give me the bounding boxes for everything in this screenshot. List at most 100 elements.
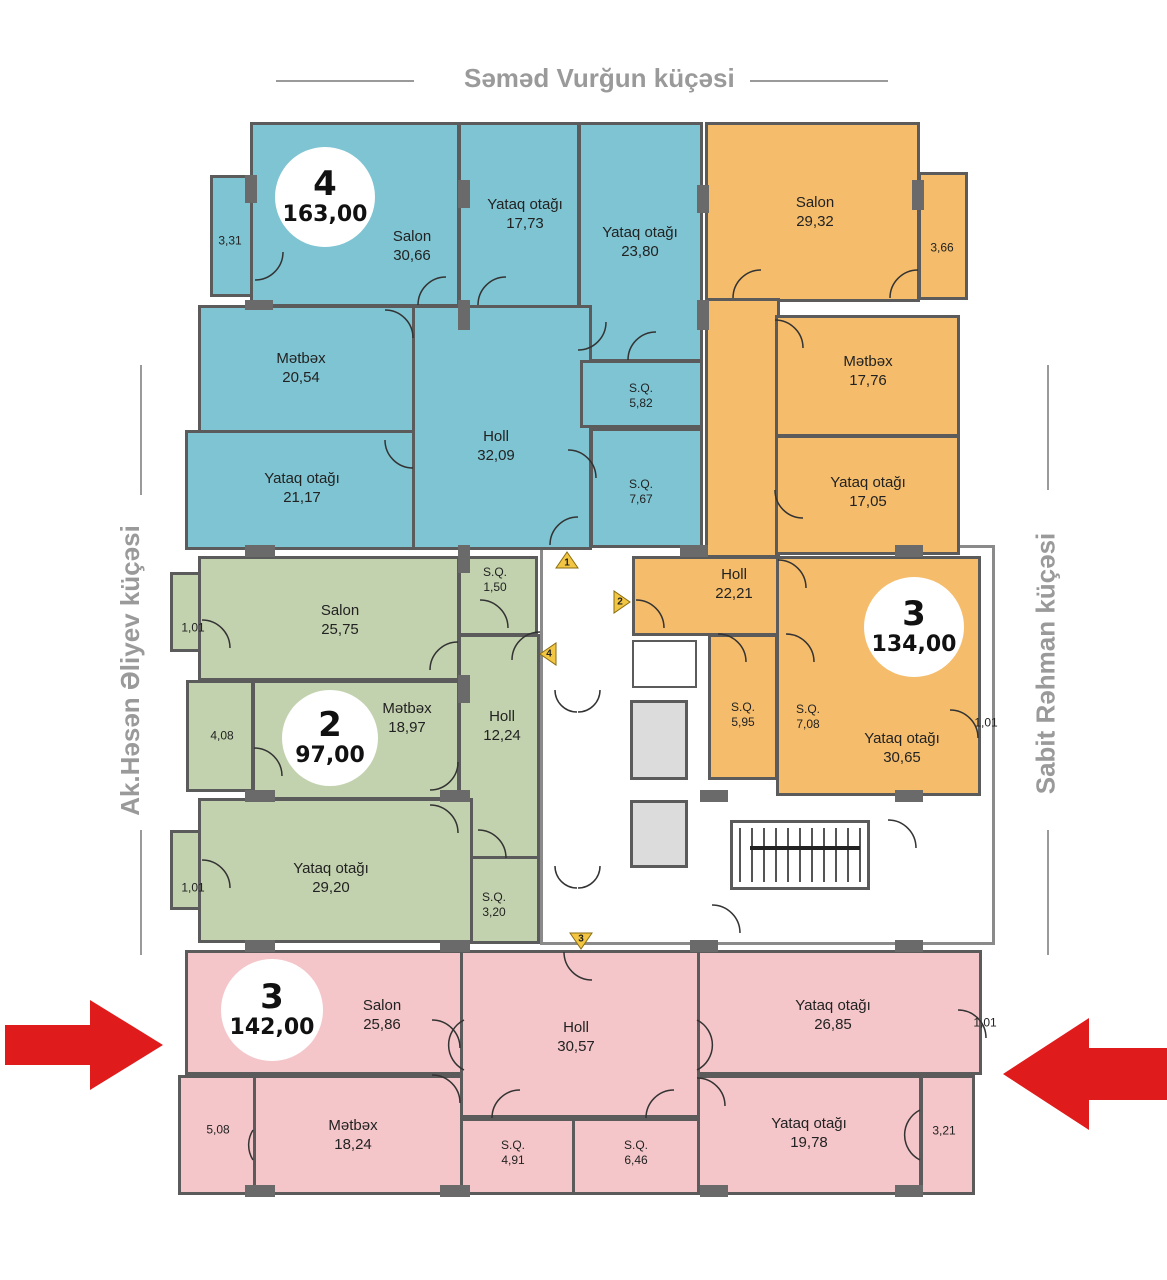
room-area: 22,21 xyxy=(715,585,753,602)
pillar xyxy=(245,790,275,802)
door-swing xyxy=(696,1019,714,1071)
door-swing xyxy=(429,761,459,791)
room-name: S.Q. xyxy=(623,1138,649,1152)
door-swing xyxy=(577,321,607,351)
orange-sq-1-label: S.Q.5,95 xyxy=(731,700,755,730)
room-area: 23,80 xyxy=(621,243,659,260)
door-swing xyxy=(635,599,665,629)
pillar xyxy=(245,300,273,310)
door-swing xyxy=(549,516,579,546)
door-swing xyxy=(577,689,601,713)
street-line-right-bottom xyxy=(1047,830,1049,955)
orange-balcony-east xyxy=(918,172,968,300)
pink-balcony-east-2-area: 3,21 xyxy=(932,1123,956,1138)
room-name: S.Q. xyxy=(628,381,654,395)
room-name: Yataq otağı xyxy=(264,470,340,487)
badge-area: 142,00 xyxy=(229,1015,315,1040)
entrance-4-triangle xyxy=(539,642,557,666)
room-area: 30,66 xyxy=(393,247,431,264)
room-area: 3,20 xyxy=(482,905,506,919)
pillar xyxy=(697,300,709,330)
door-swing xyxy=(903,1109,921,1161)
pillar xyxy=(895,940,923,952)
room-area: 30,65 xyxy=(883,749,921,766)
room-name: Salon xyxy=(362,997,402,1014)
door-swing xyxy=(563,951,593,981)
door-swing xyxy=(247,1129,254,1161)
apartment-badge-3-east[interactable]: 3 134,00 xyxy=(864,577,964,677)
green-sq-2 xyxy=(470,856,540,944)
door-swings xyxy=(201,251,987,1161)
door-swing xyxy=(696,1077,726,1107)
pillar xyxy=(895,1185,923,1197)
blue-holl xyxy=(412,305,592,550)
apartment-badge-4[interactable]: 4 163,00 xyxy=(275,147,375,247)
door-swing xyxy=(554,689,578,713)
door-swing xyxy=(431,1074,461,1104)
room-area: 4,91 xyxy=(501,1153,525,1167)
room-name: Yataq otağı xyxy=(487,196,563,213)
orange-holl-label: Holl 22,21 xyxy=(715,565,753,603)
door-swing xyxy=(201,619,231,649)
room-area: 18,24 xyxy=(334,1136,372,1153)
room-area: 1,50 xyxy=(483,580,507,594)
room-name: S.Q. xyxy=(481,890,507,904)
door-swing xyxy=(479,599,509,629)
room-area: 30,57 xyxy=(557,1038,595,1055)
street-line-top-left xyxy=(276,80,414,82)
street-name-top: Səməd Vurğun küçəsi xyxy=(464,63,735,93)
door-swing xyxy=(785,633,815,663)
street-line-top-right xyxy=(750,80,888,82)
door-swing xyxy=(889,269,919,299)
door-swing xyxy=(491,1089,521,1119)
door-swing xyxy=(717,633,747,663)
pink-sq-2-label: S.Q.6,46 xyxy=(624,1138,648,1168)
pillar xyxy=(895,545,923,557)
pillar xyxy=(680,545,708,557)
pillar xyxy=(245,1185,275,1197)
door-swing xyxy=(201,859,231,889)
room-name: Salon xyxy=(795,194,835,211)
room-area: 12,24 xyxy=(483,727,521,744)
pink-sq-1-label: S.Q.4,91 xyxy=(501,1138,525,1168)
apartment-badge-3-south[interactable]: 3 142,00 xyxy=(221,959,323,1061)
room-area: 17,76 xyxy=(849,372,887,389)
apartment-badge-2[interactable]: 2 97,00 xyxy=(282,690,378,786)
room-name: Mətbəx xyxy=(276,350,326,367)
room-name: S.Q. xyxy=(500,1138,526,1152)
arrow-left-shape xyxy=(5,1000,163,1090)
room-area: 32,09 xyxy=(477,447,515,464)
door-swing xyxy=(511,631,541,661)
green-holl xyxy=(458,634,540,859)
room-area: 7,08 xyxy=(796,717,820,731)
pink-balcony-east xyxy=(920,1075,975,1195)
pillar xyxy=(458,300,470,330)
badge-area: 163,00 xyxy=(282,202,368,227)
door-swing xyxy=(253,747,283,777)
door-swing xyxy=(645,1089,675,1119)
door-swing xyxy=(957,1009,987,1039)
badge-area: 134,00 xyxy=(871,632,957,657)
door-swing xyxy=(577,865,601,889)
entrance-1-triangle xyxy=(555,551,579,569)
pink-sq-1 xyxy=(460,1118,575,1195)
pillar xyxy=(245,175,257,203)
room-name: Holl xyxy=(721,566,747,583)
green-balcony-2-area: 4,08 xyxy=(210,728,234,743)
badge-room-count: 3 xyxy=(260,977,284,1017)
pillar xyxy=(697,185,709,213)
room-area: 29,32 xyxy=(796,213,834,230)
door-swing xyxy=(777,559,807,589)
room-area: 5,95 xyxy=(731,715,755,729)
room-area: 18,97 xyxy=(388,719,426,736)
